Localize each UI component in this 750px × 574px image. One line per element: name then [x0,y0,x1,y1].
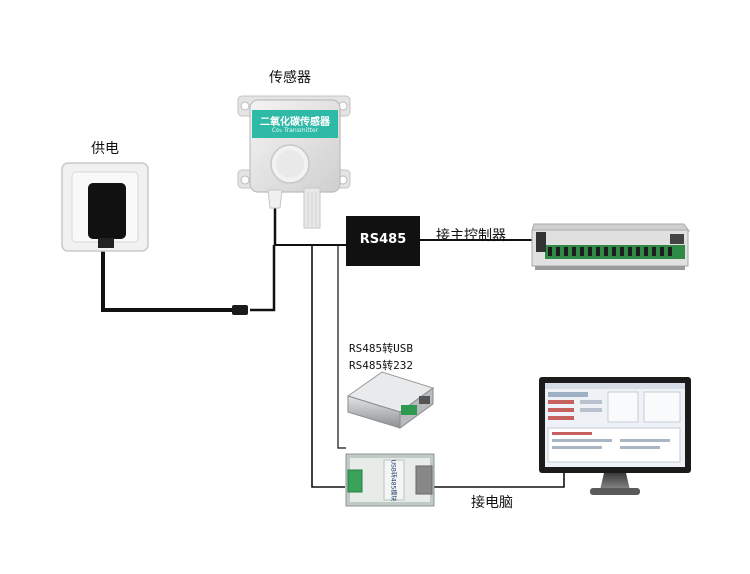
converter-label-232: RS485转232 [349,359,413,372]
usb-module-text: USB转485模块 [389,459,397,502]
cable-connector [232,305,248,315]
computer-label: 接电脑 [471,495,513,511]
sensor-label: 传感器 [269,70,311,86]
power-cable [101,248,235,312]
sensor-name-plate: 二氧化碳传感器 [260,117,330,128]
converter-wire [311,245,345,488]
wiring [101,208,565,488]
usb-485-module-device [345,453,435,507]
power-socket [61,162,149,252]
power-cable-2 [250,245,276,312]
computer-wire [430,473,565,488]
converter-link [337,414,346,449]
rs485-label: RS485 [359,232,407,247]
controller-label: 接主控制器 [436,228,506,244]
sensor-sub-plate: Co₂ Transmitter [271,127,319,134]
converter-label-usb: RS485转USB [349,342,413,355]
main-controller-device [531,223,690,270]
rs485-converter-device [346,371,435,429]
co2-sensor-device [237,95,351,229]
computer-monitor-device [539,377,691,495]
rs485-box [346,216,420,266]
power-label: 供电 [91,141,119,157]
